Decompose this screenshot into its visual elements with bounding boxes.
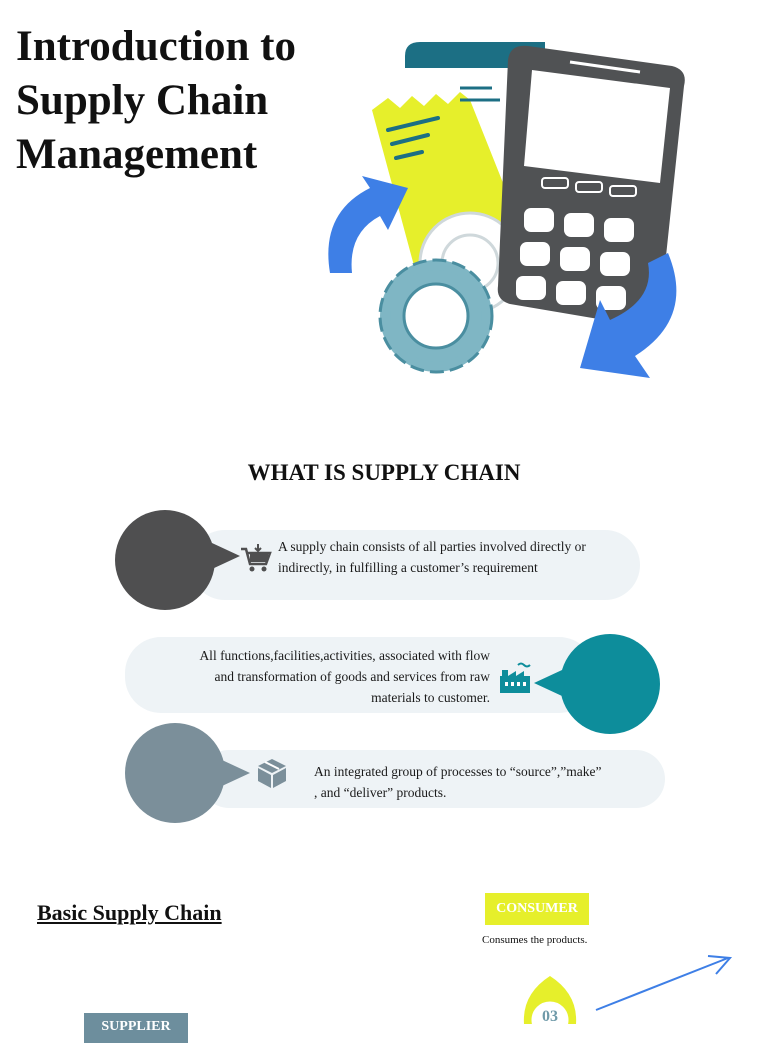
definition-text-line: and transformation of goods and services…: [214, 669, 490, 684]
basic-supply-chain-heading: Basic Supply Chain: [37, 900, 222, 925]
definition-panel: [125, 637, 595, 713]
definition-text-line: A supply chain consists of all parties i…: [278, 539, 586, 554]
arrow-icon: [595, 955, 733, 1011]
definition-text-line: materials to customer.: [371, 690, 490, 705]
speech-pointer: [212, 543, 240, 569]
step-marker: [523, 976, 577, 1024]
page-title: Introduction to Supply Chain Management: [16, 23, 296, 178]
supply-chain-illustration: [328, 42, 685, 378]
definition-circle: [125, 723, 225, 823]
definition-text-line: An integrated group of processes to “sou…: [314, 764, 602, 779]
calculator-phone-icon: [497, 45, 685, 327]
gear-icon: [378, 258, 494, 374]
definition-text-line: , and “deliver” products.: [314, 785, 447, 800]
speech-pointer: [534, 670, 562, 696]
speech-pointer: [222, 760, 250, 786]
consumer-description: Consumes the products.: [482, 934, 588, 946]
shopping-cart-icon: [241, 544, 272, 572]
definition-text-line: indirectly, in fulfilling a customer’s r…: [278, 560, 538, 575]
definition-circle: [560, 634, 660, 734]
step-number: 03: [542, 1008, 558, 1025]
supplier-badge: SUPPLIER: [84, 1013, 188, 1043]
section-heading: WHAT IS SUPPLY CHAIN: [247, 460, 521, 485]
factory-icon: [500, 662, 531, 693]
definition-circle: [115, 510, 215, 610]
consumer-badge: CONSUMER: [485, 893, 589, 925]
definition-text-line: All functions,facilities,activities, ass…: [199, 648, 490, 663]
box-icon: [258, 759, 286, 788]
